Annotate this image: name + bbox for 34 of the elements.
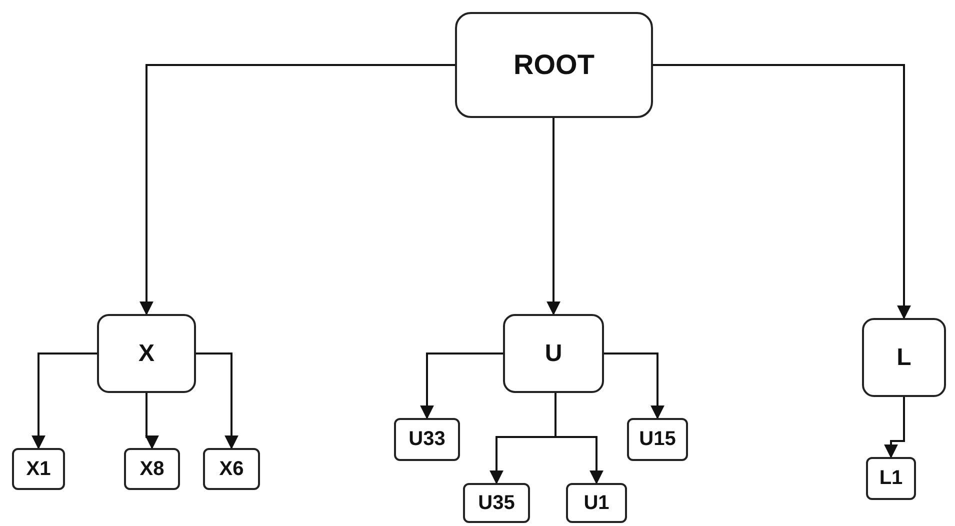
tree-node-box <box>203 448 260 490</box>
node-label: X8 <box>140 458 164 480</box>
tree-node-box <box>862 318 946 397</box>
node-label: U33 <box>408 428 446 451</box>
tree-node-box <box>394 418 460 461</box>
tree-node-box <box>627 418 688 461</box>
tree-node-box <box>503 314 604 393</box>
arrow <box>554 393 604 484</box>
node-label: L <box>896 344 912 372</box>
node-label: U15 <box>639 428 676 451</box>
tree-node-box <box>12 448 65 490</box>
arrow <box>546 118 560 316</box>
arrow <box>140 64 455 316</box>
tree-node-box <box>463 483 530 523</box>
arrow <box>145 393 159 450</box>
tree-node-box <box>97 314 196 393</box>
tree-node-box <box>566 483 627 523</box>
arrow <box>420 352 503 420</box>
node-label: X1 <box>26 458 51 480</box>
tree-node-box <box>124 448 180 490</box>
node-label: U <box>544 340 562 368</box>
node-label: ROOT <box>514 49 594 81</box>
arrow <box>884 397 905 458</box>
tree-node-box <box>455 12 653 118</box>
node-label: U35 <box>478 492 515 514</box>
tree-node-box <box>866 457 916 500</box>
node-label: U1 <box>584 492 610 514</box>
arrow <box>604 352 664 420</box>
arrow <box>653 64 911 320</box>
node-label: L1 <box>879 467 903 490</box>
node-label: X6 <box>219 458 244 480</box>
arrow <box>32 352 97 450</box>
arrow <box>196 352 238 450</box>
node-label: X <box>138 340 154 368</box>
